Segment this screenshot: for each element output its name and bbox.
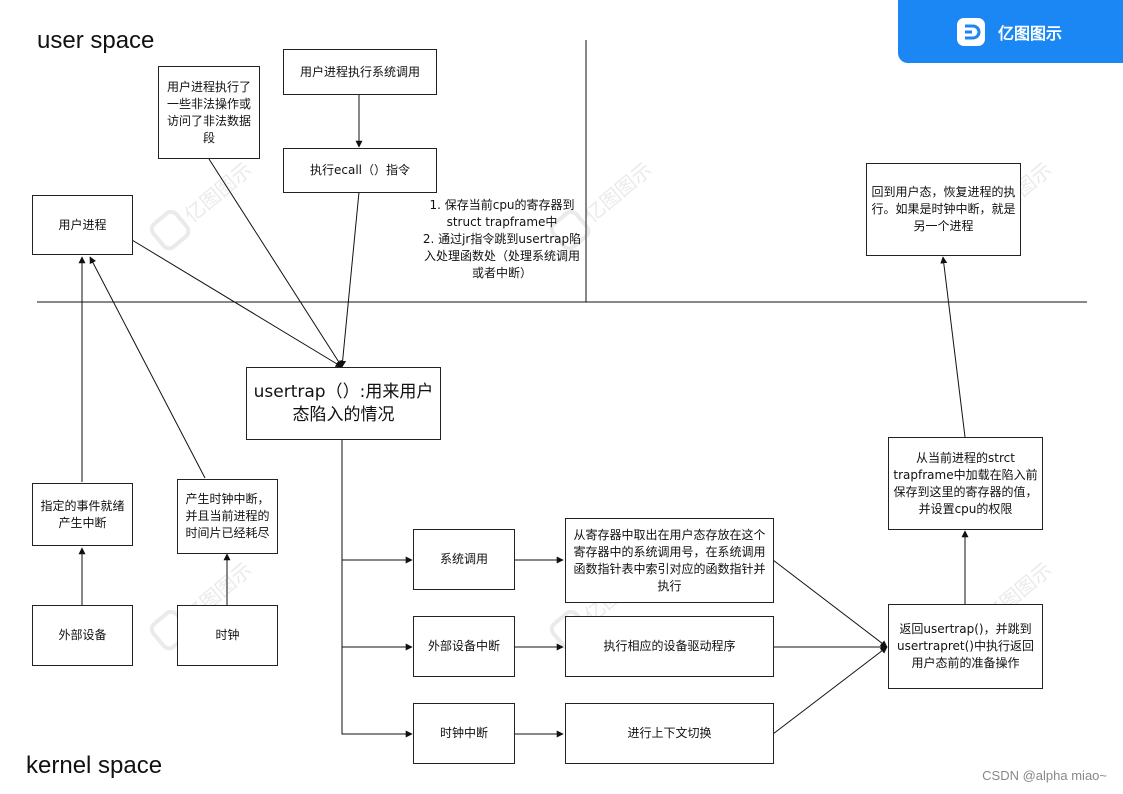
usertrap-branch-trunk <box>341 440 413 738</box>
arrow-userproc-to-usertrap <box>131 239 343 368</box>
box-branch-timer-irq: 时钟中断 <box>413 703 515 764</box>
arrow-timer-to-userproc <box>89 256 206 479</box>
edraw-logo-icon <box>957 17 985 46</box>
trap-step-2-line3: 或者中断） <box>471 266 532 280</box>
brand-badge: 亿图图示 <box>898 0 1123 63</box>
box-restore-registers: 从当前进程的strct trapframe中加载在陷入前保存到这里的寄存器的值，… <box>888 437 1043 530</box>
brand-name: 亿图图示 <box>998 23 1063 43</box>
box-external-device: 外部设备 <box>32 605 133 666</box>
arrow-illegal-to-usertrap <box>208 158 343 368</box>
kernel-space-label: kernel space <box>26 752 163 779</box>
box-event-ready: 指定的事件就绪产生中断 <box>32 483 133 546</box>
box-timer-interrupt: 产生时钟中断，并且当前进程的时间片已经耗尽 <box>177 479 278 554</box>
box-usertrap: usertrap（）:用来用户态陷入的情况 <box>246 367 441 440</box>
box-ecall: 执行ecall（）指令 <box>283 148 437 193</box>
box-device-driver: 执行相应的设备驱动程序 <box>565 616 774 677</box>
arrow-ecall-to-usertrap <box>339 191 360 368</box>
box-context-switch: 进行上下文切换 <box>565 703 774 764</box>
box-branch-ext-irq: 外部设备中断 <box>413 616 515 677</box>
arrow-switch-to-usertrapret <box>772 646 888 735</box>
box-return-user: 回到用户态，恢复进程的执行。如果是时钟中断，就是另一个进程 <box>866 163 1021 256</box>
trap-step-2-line1: 2. 通过jr指令跳到usertrap陷 <box>422 232 582 246</box>
box-illegal-operation: 用户进程执行了一些非法操作或访问了非法数据段 <box>158 66 260 159</box>
box-branch-syscall: 系统调用 <box>413 529 515 590</box>
credit-text: CSDN @alpha miao~ <box>982 768 1107 783</box>
box-syscall-exec: 用户进程执行系统调用 <box>283 49 437 95</box>
box-user-process: 用户进程 <box>32 195 133 255</box>
trap-step-1-line1: 1. 保存当前cpu的寄存器到 <box>429 198 575 212</box>
trap-steps-note: 1. 保存当前cpu的寄存器到 struct trapframe中 2. 通过j… <box>412 197 592 282</box>
trap-step-2-line2: 入处理函数处（处理系统调用 <box>423 249 580 263</box>
arrow-restore-to-return <box>940 256 966 438</box>
user-space-label: user space <box>37 27 155 54</box>
box-clock: 时钟 <box>177 605 278 666</box>
box-usertrapret: 返回usertrap()，并跳到usertrapret()中执行返回用户态前的准… <box>888 604 1043 689</box>
trap-step-1-line2: struct trapframe中 <box>446 215 558 229</box>
box-handle-syscall: 从寄存器中取出在用户态存放在这个寄存器中的系统调用号，在系统调用函数指针表中索引… <box>565 518 774 603</box>
arrow-handle-to-usertrapret <box>772 559 888 648</box>
